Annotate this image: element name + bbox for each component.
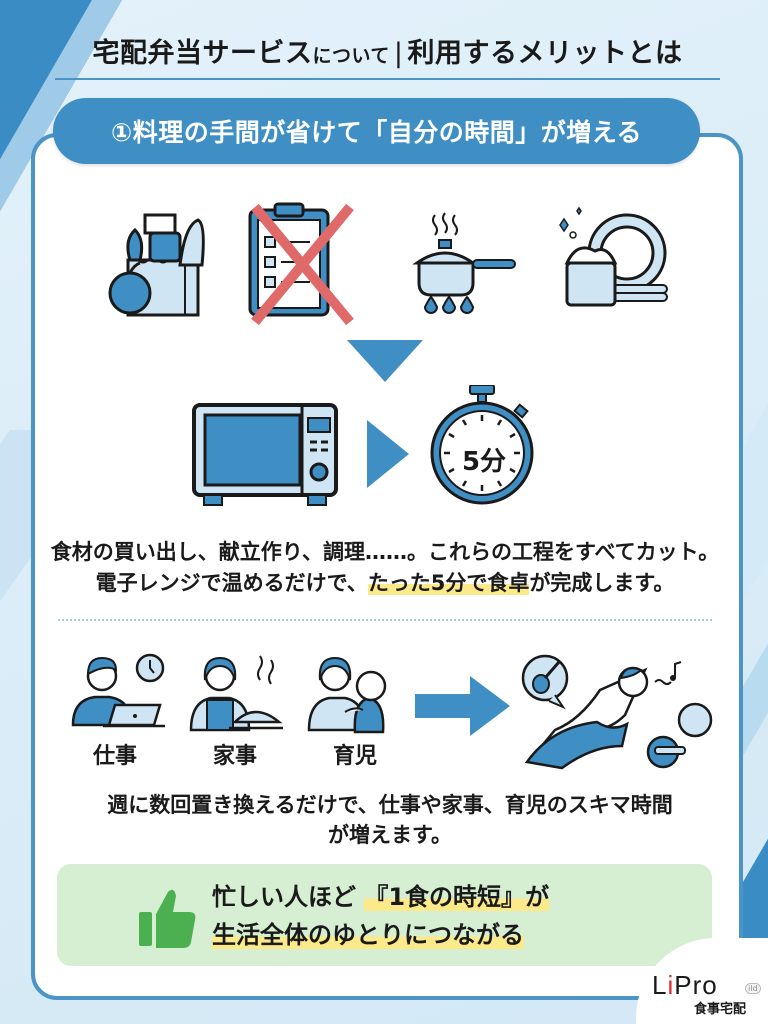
dotted-divider <box>58 619 712 621</box>
description-1: 食材の買い出し、献立作り、調理……。これらの工程をすべてカット。 電子レンジで温… <box>40 537 730 599</box>
persona-childcare: 育児 <box>305 650 405 780</box>
highlighted-text: 生活全体のゆとりにつながる <box>212 921 524 949</box>
stopwatch-label: 5分 <box>461 447 507 477</box>
callout-text: 忙しい人ほど 『1食の時短』が 生活全体のゆとりにつながる <box>212 878 550 954</box>
section-heading: ①料理の手間が省けて「自分の時間」が増える <box>111 118 642 147</box>
callout-box: 忙しい人ほど 『1食の時短』が 生活全体のゆとりにつながる <box>57 864 712 966</box>
text: が完成します。 <box>529 571 675 595</box>
text: 忙しい人ほど <box>212 883 356 911</box>
page-header: 宅配弁当サービスについて|利用するメリットとは <box>55 22 720 80</box>
microwave-icon <box>190 400 340 515</box>
highlighted-text: が <box>525 883 550 911</box>
lightbulb-icon: i <box>667 970 675 1000</box>
callout-line-2: 生活全体のゆとりにつながる <box>212 916 549 954</box>
title-separator: | <box>393 37 404 69</box>
brand-logo: LiPro <box>652 970 718 1001</box>
cooking-pot-icon <box>405 205 535 325</box>
description-2: 週に数回置き換えるだけで、仕事や家事、育児のスキマ時間 が増えます。 <box>60 790 720 850</box>
description-2-line-2: が増えます。 <box>328 823 452 847</box>
logo-tag: ild <box>745 983 761 994</box>
persona-work: 仕事 <box>65 650 165 780</box>
stopwatch-icon: 5分 <box>430 384 540 510</box>
persona-housework: 家事 <box>185 650 285 780</box>
persona-label: 育児 <box>332 744 377 769</box>
housework-icon <box>189 655 283 732</box>
childcare-icon <box>307 656 387 734</box>
page-title: 宅配弁当サービスについて|利用するメリットとは <box>92 31 682 70</box>
text: 電子レンジで温めるだけで、 <box>95 571 368 595</box>
right-arrow-icon <box>367 420 409 488</box>
process-icons-row <box>95 200 680 326</box>
section-heading-pill: ①料理の手間が省けて「自分の時間」が増える <box>53 98 700 164</box>
right-arrow-icon <box>415 676 510 736</box>
logo-letters: Pro <box>674 970 718 1000</box>
callout-line-1: 忙しい人ほど 『1食の時短』が <box>212 878 550 916</box>
description-1-line-2: 電子レンジで温めるだけで、たった5分で食卓が完成します。 <box>40 568 730 599</box>
thumbs-up-icon <box>139 886 197 948</box>
dishes-icon <box>555 205 675 325</box>
persona-label: 家事 <box>212 744 257 769</box>
highlighted-text: たった5分で食卓 <box>367 571 530 595</box>
office-worker-icon <box>71 653 165 728</box>
title-right: 利用するメリットとは <box>407 37 683 69</box>
title-main: 宅配弁当サービス <box>92 37 313 69</box>
grocery-bag-icon <box>100 205 220 325</box>
title-small: について <box>312 44 390 67</box>
persona-label: 仕事 <box>92 744 137 769</box>
highlighted-text: 『1食の時短』 <box>364 883 526 911</box>
relaxing-person-icon <box>515 650 715 775</box>
logo-letter: L <box>652 970 668 1000</box>
description-1-line-1: 食材の買い出し、献立作り、調理……。これらの工程をすべてカット。 <box>50 540 720 564</box>
description-2-line-1: 週に数回置き換えるだけで、仕事や家事、育児のスキマ時間 <box>107 793 673 817</box>
logo-subtitle: 食事宅配 <box>694 1002 747 1017</box>
menu-checklist-crossed-icon <box>245 202 365 326</box>
down-arrow-icon <box>347 340 423 382</box>
